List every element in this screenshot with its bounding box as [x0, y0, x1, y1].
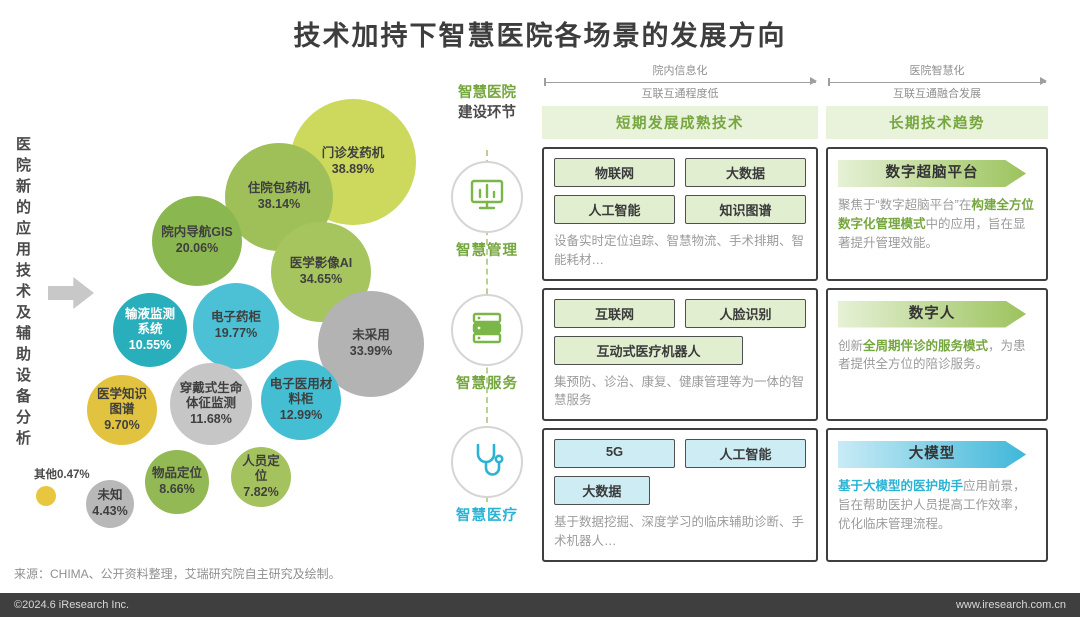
- flow-right-title: 医院智慧化: [909, 65, 965, 77]
- monitor-chart-icon: [467, 175, 507, 220]
- right-arrow-line-icon: [544, 77, 817, 86]
- maturity-flow: 院内信息化 互联互通程度低 医院智慧化 互联互通融合发展: [542, 62, 1048, 101]
- column-header-short-term: 短期发展成熟技术: [542, 106, 818, 139]
- tech-desc: 设备实时定位追踪、智慧物流、手术排期、智能耗材…: [554, 234, 805, 267]
- stage-smart-management: 智慧管理: [447, 161, 527, 260]
- trend-banner: 数字超脑平台: [838, 160, 1027, 187]
- tech-matrix-panel: 院内信息化 互联互通程度低 医院智慧化 互联互通融合发展 短期发展成熟技术 长期…: [542, 62, 1048, 562]
- tech-tag: 大数据: [554, 476, 650, 505]
- footer-copyright: ©2024.6 iResearch Inc.: [14, 599, 130, 611]
- trend-banner: 数字人: [838, 300, 1027, 328]
- bubble-其他0.47%: [36, 486, 56, 506]
- tech-desc: 集预防、诊治、康复、健康管理等为一体的智慧服务: [554, 374, 805, 408]
- trend-desc: 聚焦于“数字超脑平台”在构建全方位数字化管理模式中的应用，旨在显著提升管理效能。: [838, 198, 1034, 250]
- source-note: 来源：CHIMA、公开资料整理，艾瑞研究院自主研究及绘制。: [14, 567, 341, 581]
- long-term-box-service: 数字人 创新全周期伴诊的服务模式，为患者提供全方位的陪诊服务。: [826, 287, 1048, 421]
- tech-tag: 知识图谱: [685, 195, 806, 224]
- column-header-long-term: 长期技术趋势: [826, 106, 1048, 139]
- stage-smart-medical: 智慧医疗: [447, 426, 527, 525]
- flow-left: 院内信息化 互联互通程度低: [542, 62, 818, 101]
- tech-tag: 人脸识别: [685, 298, 806, 328]
- footer-url: www.iresearch.com.cn: [955, 599, 1066, 611]
- flow-left-subtitle: 互联互通程度低: [641, 88, 719, 100]
- tech-tag: 人工智能: [554, 195, 675, 224]
- tech-tag: 物联网: [554, 158, 675, 187]
- tech-tag: 互联网: [554, 298, 675, 328]
- stage-label: 智慧管理: [456, 243, 518, 259]
- bubble-outside-label: 其他0.47%: [34, 469, 90, 481]
- stethoscope-icon: [467, 440, 507, 485]
- short-term-box-management: 物联网 大数据 人工智能 知识图谱 设备实时定位追踪、智慧物流、手术排期、智能耗…: [542, 147, 818, 281]
- right-arrow-line-icon: [828, 77, 1047, 86]
- tech-tag: 互动式医疗机器人: [554, 335, 743, 365]
- flow-left-title: 院内信息化: [652, 65, 708, 77]
- trend-desc: 基于大模型的医护助手应用前景，旨在帮助医护人员提高工作效率，优化临床管理流程。: [838, 479, 1026, 531]
- stage-circle: [451, 426, 523, 498]
- tech-desc: 基于数据挖掘、深度学习的临床辅助诊断、手术机器人…: [554, 515, 805, 548]
- tech-tag: 5G: [554, 439, 675, 468]
- tech-tag: 人工智能: [685, 439, 806, 468]
- stage-smart-service: 智慧服务: [447, 294, 527, 393]
- stage-circle: [451, 294, 523, 366]
- flow-right: 医院智慧化 互联互通融合发展: [826, 62, 1048, 101]
- trend-desc: 创新全周期伴诊的服务模式，为患者提供全方位的陪诊服务。: [838, 338, 1026, 372]
- footer-bar: ©2024.6 iResearch Inc. www.iresearch.com…: [0, 593, 1080, 617]
- flow-right-subtitle: 互联互通融合发展: [893, 88, 981, 100]
- stage-label: 智慧医疗: [456, 508, 518, 524]
- long-term-box-management: 数字超脑平台 聚焦于“数字超脑平台”在构建全方位数字化管理模式中的应用，旨在显著…: [826, 147, 1048, 281]
- stages-header: 智慧医院 建设环节: [447, 84, 527, 123]
- stage-label: 智慧服务: [456, 376, 518, 392]
- tech-tag: 大数据: [685, 158, 806, 187]
- stage-circle: [451, 161, 523, 233]
- stages-header-line1: 智慧医院: [458, 85, 516, 101]
- long-term-box-medical: 大模型 基于大模型的医护助手应用前景，旨在帮助医护人员提高工作效率，优化临床管理…: [826, 428, 1048, 562]
- tech-matrix-grid: 物联网 大数据 人工智能 知识图谱 设备实时定位追踪、智慧物流、手术排期、智能耗…: [542, 147, 1048, 562]
- stacked-servers-icon: [467, 308, 507, 353]
- page-title: 技术加持下智慧医院各场景的发展方向: [293, 21, 787, 51]
- column-headers: 短期发展成熟技术 长期技术趋势: [542, 106, 1048, 139]
- short-term-box-medical: 5G 人工智能 大数据 基于数据挖掘、深度学习的临床辅助诊断、手术机器人…: [542, 428, 818, 562]
- left-axis-label: 医院新的应用技术及辅助设备分析: [14, 136, 31, 451]
- stages-header-line2: 建设环节: [458, 104, 516, 121]
- short-term-box-service: 互联网 人脸识别 互动式医疗机器人 集预防、诊治、康复、健康管理等为一体的智慧服…: [542, 287, 818, 421]
- trend-banner: 大模型: [838, 441, 1027, 468]
